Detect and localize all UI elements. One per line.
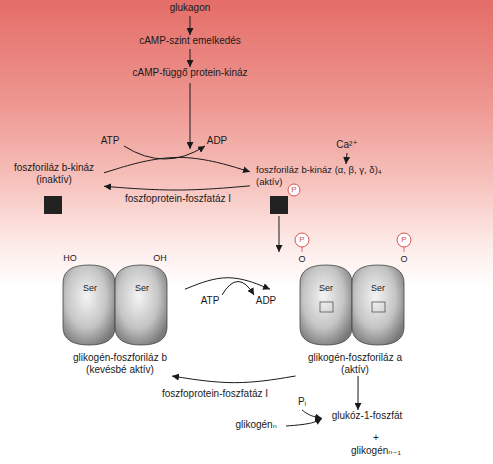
enzyme-subunit xyxy=(352,265,404,345)
phosphate-label: P xyxy=(288,183,300,197)
phosphate-circle xyxy=(288,184,300,196)
enzyme-label: foszfoprotein-foszfatáz I xyxy=(108,193,248,205)
node-text: glikogén-foszforiláz b xyxy=(55,352,185,364)
kinase-symbol xyxy=(270,196,288,214)
enzyme-text: cAMP-függő protein-kináz xyxy=(125,67,255,81)
reaction-arrow xyxy=(185,278,270,289)
product-text: glikogénₙ₋₁ xyxy=(338,445,414,459)
phosphate-bond xyxy=(302,247,303,252)
node-text: glukagon xyxy=(152,2,228,14)
atp-adp-arc xyxy=(222,282,254,296)
group-label: O xyxy=(398,252,410,266)
residue-label: Ser xyxy=(79,281,101,295)
reaction-arrow xyxy=(104,157,250,172)
node-text: Pᵢ xyxy=(294,396,310,408)
node-text: foszforiláz b-kináz xyxy=(4,162,104,174)
reaction-arrow xyxy=(190,49,191,67)
active-site xyxy=(320,302,333,312)
node-text: glikogénₙ₋₁ xyxy=(338,445,414,457)
plus-sign: + xyxy=(370,431,382,445)
cofactor-label: ADP xyxy=(253,294,279,308)
enzyme-subunit xyxy=(115,265,167,345)
group-label: OH xyxy=(151,251,169,265)
reaction-arrow xyxy=(302,410,322,418)
enzyme-state: glikogén-foszforiláz b(kevésbé aktív) xyxy=(55,252,185,376)
substrate-text: Pᵢ xyxy=(294,396,310,410)
enzyme-label: foszfoprotein-foszfatáz I xyxy=(145,388,285,400)
phosphate-label: P xyxy=(296,233,308,247)
enzyme-subunit xyxy=(63,265,115,345)
kinase-symbol xyxy=(44,196,62,214)
enzyme-state: foszforiláz b-kináz (α, β, γ, δ)₄(aktív) xyxy=(250,164,430,216)
substrate-text: glikogénₙ xyxy=(226,419,286,433)
phosphate-circle xyxy=(295,233,309,247)
node-text: Ca²⁺ xyxy=(334,139,360,151)
residue-label: Ser xyxy=(367,281,389,295)
residue-label: Ser xyxy=(315,281,337,295)
node-text: foszforiláz b-kináz (α, β, γ, δ)₄ xyxy=(256,164,430,176)
phosphate-bond xyxy=(404,247,405,252)
reaction-arrow xyxy=(172,376,296,383)
enzyme-state: glikogén-foszforiláz a(aktív) xyxy=(270,252,440,376)
active-site xyxy=(372,302,385,312)
node-text: glikogénₙ xyxy=(226,419,286,431)
enzyme-subunit xyxy=(300,265,352,345)
enzyme-state: foszforiláz b-kináz(inaktív) xyxy=(4,162,104,216)
reaction-arrow xyxy=(358,376,359,410)
reaction-arrow xyxy=(346,153,347,164)
reaction-arrow xyxy=(278,216,279,252)
atp-adp-arc xyxy=(124,146,205,159)
cofactor-label: ATP xyxy=(197,294,223,308)
catalysis-arrow xyxy=(190,83,191,149)
cofactor-label: ATP xyxy=(97,134,123,148)
cofactor-label: ADP xyxy=(204,134,230,148)
node-text: glikogén-foszforiláz a xyxy=(270,352,440,364)
phosphate-circle xyxy=(397,233,411,247)
node-text: (aktív) xyxy=(256,176,430,188)
residue-label: Ser xyxy=(131,281,153,295)
phosphate-label: P xyxy=(398,233,410,247)
ion-text: Ca²⁺ xyxy=(334,139,360,153)
signal-text: glukagon xyxy=(152,2,228,16)
node-text: glukóz-1-foszfát xyxy=(322,410,412,422)
product-text: glukóz-1-foszfát xyxy=(322,410,412,424)
node-text: cAMP-függő protein-kináz xyxy=(125,67,255,79)
reaction-arrow xyxy=(104,186,250,190)
node-text: (kevésbé aktív) xyxy=(55,364,185,376)
group-label: O xyxy=(296,252,308,266)
node-text: cAMP-szint emelkedés xyxy=(132,35,248,47)
node-text: (inaktív) xyxy=(4,174,104,186)
signal-text: cAMP-szint emelkedés xyxy=(132,35,248,49)
node-text: (aktív) xyxy=(270,364,440,376)
group-label: HO xyxy=(61,251,79,265)
reaction-arrow xyxy=(286,418,322,426)
reaction-arrow xyxy=(190,16,191,35)
